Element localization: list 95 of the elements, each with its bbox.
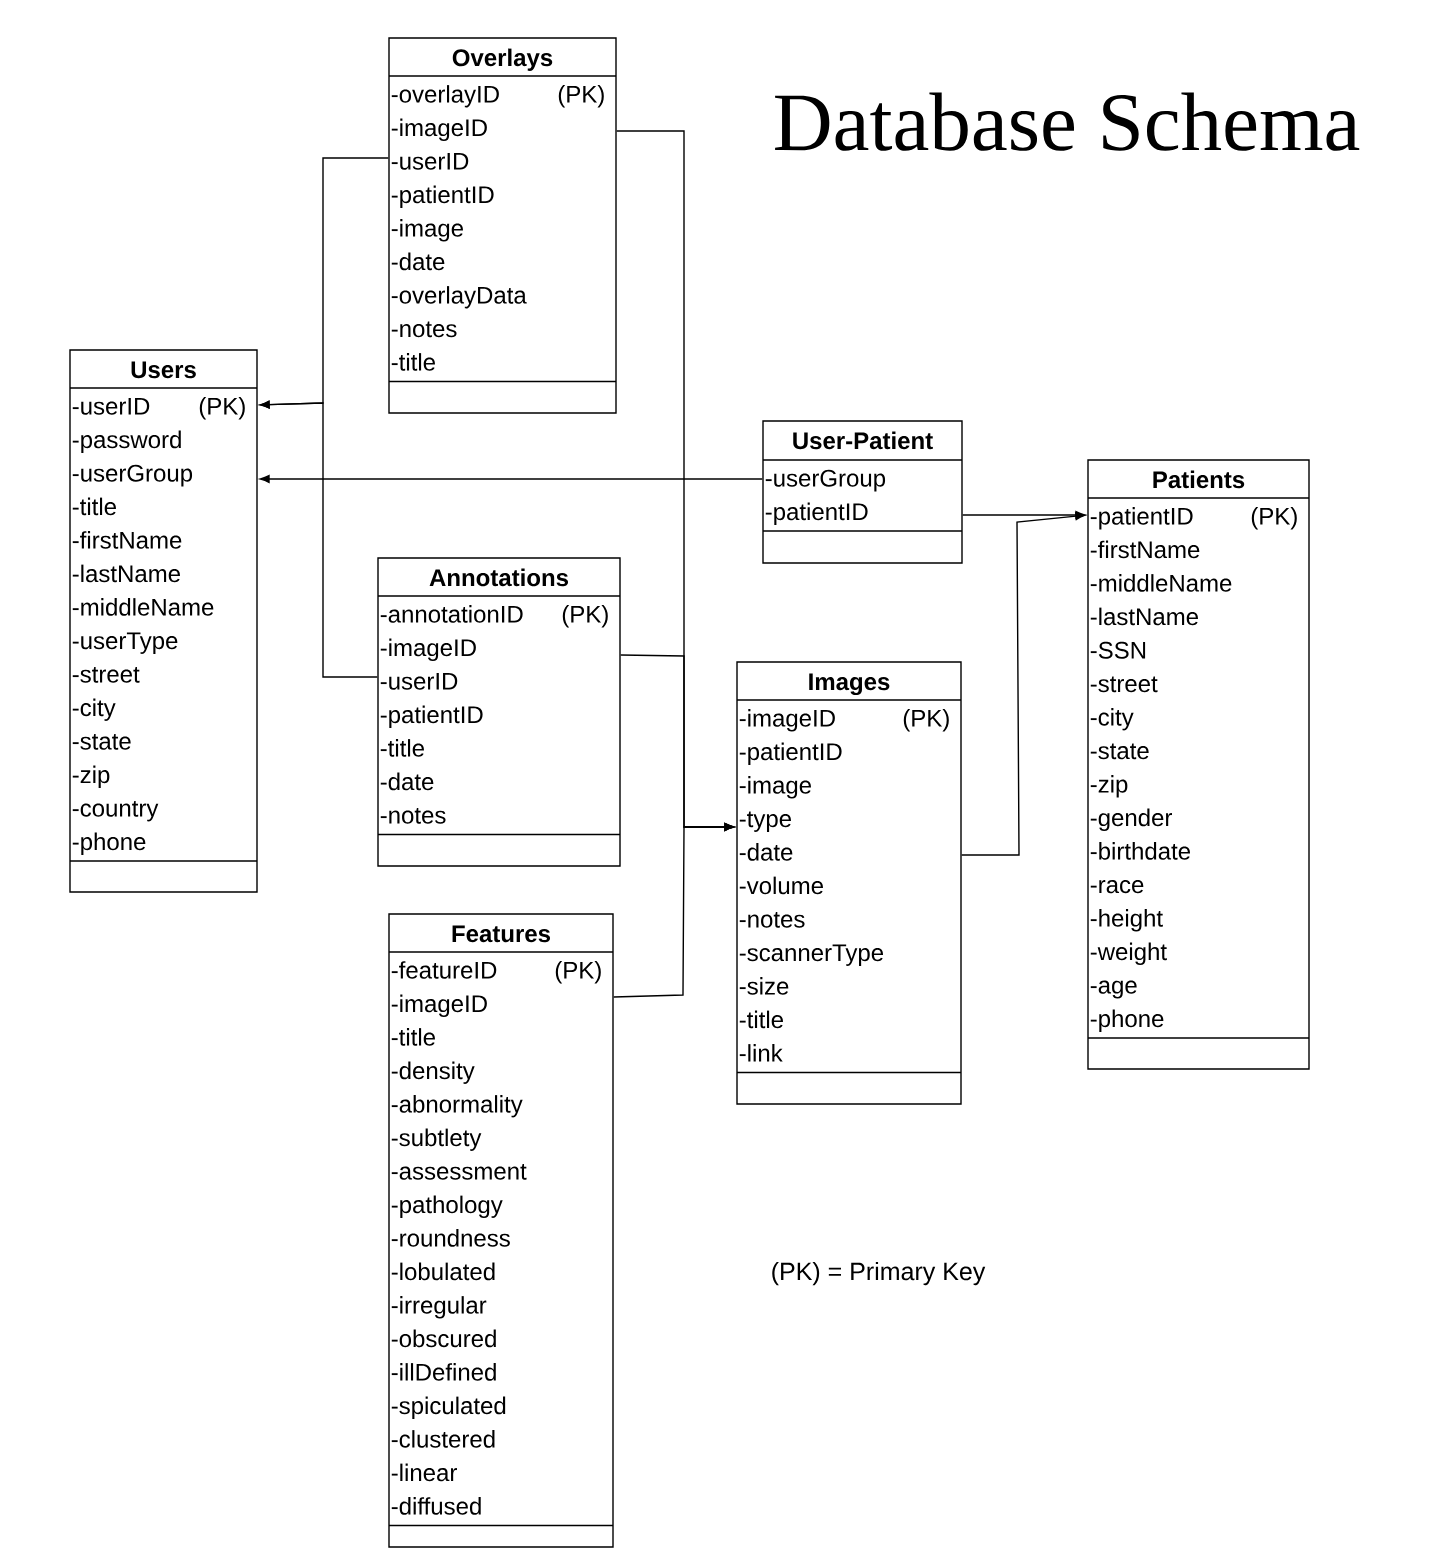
field-name: -street: [1090, 676, 1158, 693]
field-name: -title: [391, 1028, 435, 1046]
field-name: -patientID: [1090, 507, 1193, 530]
field-name: -diffused: [391, 1497, 481, 1515]
field-name: -state: [72, 734, 131, 750]
field-name: -imageID: [380, 638, 476, 661]
table-title: User-Patient: [793, 431, 933, 450]
field-name: -city: [72, 698, 116, 721]
table-title: Images: [809, 673, 890, 696]
field-name: -street: [72, 667, 140, 683]
field-name: -linear: [391, 1463, 457, 1482]
field-name: -scannerType: [739, 944, 884, 966]
field-name: -zip: [72, 765, 110, 788]
field-name: -firstName: [72, 531, 182, 549]
field-name: -notes: [380, 808, 446, 824]
field-name: -image: [391, 219, 463, 242]
field-name: -assessment: [391, 1164, 527, 1180]
field-name: -notes: [739, 912, 805, 928]
field-name: -volume: [739, 876, 823, 895]
arrow: [259, 475, 763, 483]
key-label: (PK): [903, 709, 949, 732]
table-title: Annotations: [429, 568, 568, 587]
field-name: -gender: [1090, 808, 1172, 831]
field-name: -annotationID: [380, 605, 523, 623]
field-name: -spiculated: [391, 1396, 506, 1419]
field-name: -phone: [72, 832, 146, 855]
title: Database Schema: [775, 92, 1360, 151]
field-name: -birthdate: [1090, 842, 1190, 860]
key-label: (PK): [562, 605, 608, 628]
arrow: [961, 512, 1086, 856]
table-title: Users: [131, 361, 196, 379]
field-name: -size: [739, 977, 789, 995]
field-name: -SSN: [1090, 641, 1146, 659]
field-name: -title: [739, 1010, 783, 1029]
field-name: -overlayData: [391, 286, 527, 309]
field-name: -password: [72, 430, 181, 453]
field-name: -middleName: [1090, 574, 1232, 592]
field-name: -lastName: [1090, 607, 1198, 626]
field-name: -link: [739, 1044, 783, 1062]
field-name: -roundness: [391, 1229, 510, 1247]
field-name: -race: [1090, 880, 1144, 894]
field-name: -obscured: [391, 1329, 496, 1348]
field-name: -userGroup: [765, 469, 886, 492]
field-name: -imageID: [739, 709, 835, 732]
field-name: -patientID: [391, 185, 494, 208]
field-name: -lobulated: [391, 1262, 495, 1281]
field-name: -patientID: [765, 502, 868, 525]
field-name: -title: [380, 739, 424, 757]
field-name: -imageID: [391, 994, 487, 1017]
field-name: -type: [739, 811, 791, 832]
field-name: -date: [739, 843, 793, 861]
field-name: -date: [380, 772, 434, 791]
field-name: -pathology: [391, 1195, 503, 1218]
field-name: -userType: [72, 632, 178, 654]
key-label: (PK): [199, 397, 245, 420]
field-name: -featureID: [391, 961, 497, 979]
field-name: -userID: [380, 673, 458, 690]
table-title: Features: [452, 925, 550, 943]
key-label: (PK): [558, 85, 604, 108]
field-name: -patientID: [739, 742, 842, 765]
field-name: -phone: [1090, 1009, 1164, 1032]
field-name: -overlayID: [391, 85, 499, 108]
field-name: -image: [739, 776, 811, 799]
field-name: -lastName: [72, 564, 180, 583]
arrow: [613, 823, 735, 998]
field-name: -patientID: [380, 705, 483, 728]
field-name: -illDefined: [391, 1363, 496, 1381]
note: (PK) = Primary Key: [772, 1261, 986, 1286]
field-name: -notes: [391, 321, 457, 338]
field-name: -middleName: [72, 598, 214, 616]
field-name: -abnormality: [391, 1095, 523, 1118]
field-name: -date: [391, 252, 445, 271]
field-name: -density: [391, 1061, 475, 1084]
field-name: -city: [1090, 708, 1134, 731]
field-name: -subtlety: [391, 1128, 482, 1151]
field-name: -userID: [72, 398, 150, 415]
table-title: Patients: [1153, 470, 1245, 489]
key-label: (PK): [1251, 507, 1297, 530]
field-name: -irregular: [391, 1296, 487, 1319]
table-title: Overlays: [452, 48, 553, 71]
field-name: -imageID: [391, 118, 487, 141]
field-name: -title: [391, 353, 435, 371]
field-name: -userGroup: [72, 464, 193, 487]
field-name: -firstName: [1090, 540, 1200, 559]
field-name: -country: [72, 801, 159, 822]
field-name: -weight: [1090, 942, 1167, 965]
field-name: -age: [1090, 980, 1137, 999]
field-name: -clustered: [391, 1430, 495, 1448]
field-name: -height: [1090, 909, 1163, 932]
arrow: [259, 400, 378, 678]
field-name: -zip: [1090, 775, 1128, 798]
key-label: (PK): [555, 961, 601, 984]
field-name: -userID: [391, 153, 469, 170]
field-name: -title: [72, 497, 116, 516]
field-name: -state: [1090, 743, 1149, 760]
